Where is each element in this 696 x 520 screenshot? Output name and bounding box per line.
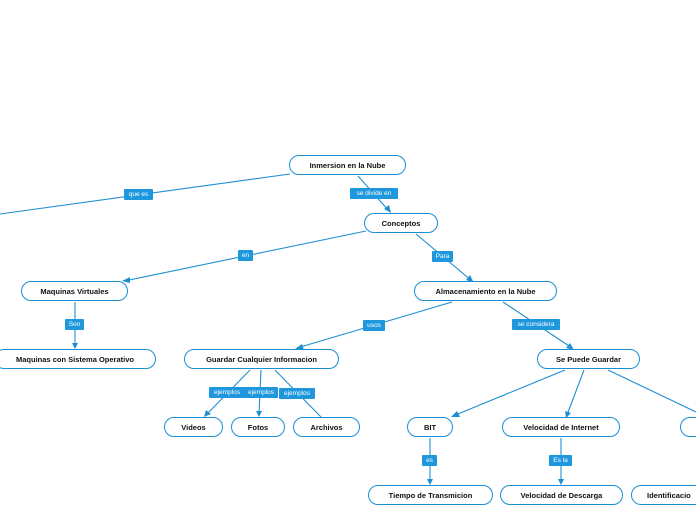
node-velocidad-de-descarga[interactable]: Velocidad de Descarga bbox=[500, 485, 623, 505]
node-tiempo-de-transmicion[interactable]: Tiempo de Transmicion bbox=[368, 485, 493, 505]
label-es: es bbox=[422, 455, 437, 466]
arrow-fotos bbox=[256, 411, 262, 417]
node-maquinas-con-sistema-operativo[interactable]: Maquinas con Sistema Operativo bbox=[0, 349, 156, 369]
node-guardar-cualquier-informacion[interactable]: Guardar Cualquier Informacion bbox=[184, 349, 339, 369]
label-para: Para bbox=[432, 251, 453, 262]
label-usos: usos bbox=[363, 320, 385, 331]
arrow-videos bbox=[204, 410, 211, 417]
arrow-descarga bbox=[558, 479, 564, 485]
arrow-so bbox=[72, 343, 78, 349]
label-ejemplos-archivos: ejemplos bbox=[279, 388, 315, 399]
label-se-considera: se considera bbox=[512, 319, 560, 330]
node-bit[interactable]: BIT bbox=[407, 417, 453, 437]
arrow-conceptos bbox=[384, 205, 391, 213]
label-ejemplos-fotos: ejemplos bbox=[244, 387, 278, 398]
label-son: Son bbox=[65, 319, 84, 330]
node-inmersion-en-la-nube[interactable]: Inmersion en la Nube bbox=[289, 155, 406, 175]
node-identificacion[interactable]: Identificacio bbox=[631, 485, 696, 505]
node-archivos[interactable]: Archivos bbox=[293, 417, 360, 437]
label-es-la: Es la bbox=[549, 455, 572, 466]
label-ejemplos-videos: ejemplos bbox=[209, 387, 245, 398]
edge-sepuede-vel bbox=[566, 369, 585, 416]
node-velocidad-de-internet[interactable]: Velocidad de Internet bbox=[502, 417, 620, 437]
arrow-sepuede bbox=[566, 343, 574, 350]
edge-sepuede-right bbox=[607, 369, 696, 413]
edge-sepuede-bit bbox=[452, 369, 566, 417]
node-partial-right[interactable] bbox=[680, 417, 696, 437]
label-se-divide-en: se divide en bbox=[350, 188, 398, 199]
node-fotos[interactable]: Fotos bbox=[231, 417, 285, 437]
arrow-mv bbox=[122, 277, 130, 283]
node-videos[interactable]: Videos bbox=[164, 417, 223, 437]
node-se-puede-guardar[interactable]: Se Puede Guardar bbox=[537, 349, 640, 369]
node-conceptos[interactable]: Conceptos bbox=[364, 213, 438, 233]
label-que-es: que es bbox=[124, 189, 153, 200]
label-en: en bbox=[238, 250, 253, 261]
arrow-tiempo bbox=[427, 479, 433, 485]
node-maquinas-virtuales[interactable]: Maquinas Virtuales bbox=[21, 281, 128, 301]
arrow-bit bbox=[451, 411, 460, 417]
arrow-guardar bbox=[295, 344, 304, 350]
arrow-vel bbox=[565, 411, 571, 418]
node-almacenamiento-en-la-nube[interactable]: Almacenamiento en la Nube bbox=[414, 281, 557, 301]
